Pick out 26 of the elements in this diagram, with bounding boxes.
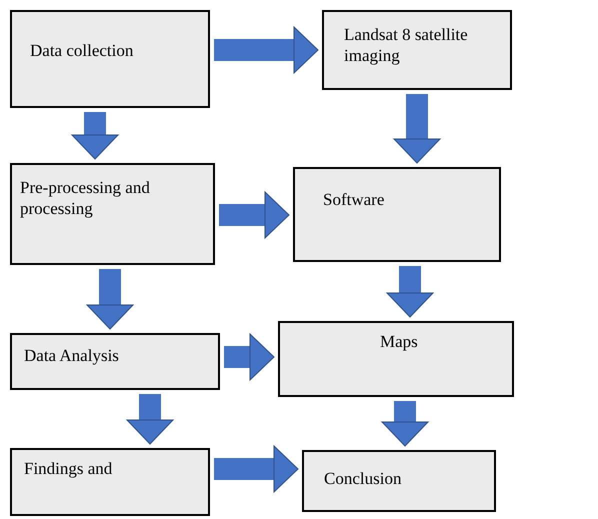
block-arrow: [224, 334, 274, 380]
block-arrow: [214, 26, 318, 74]
block-arrow: [386, 266, 434, 318]
process-box: [10, 163, 215, 265]
block-arrow: [126, 394, 174, 444]
box-label: Conclusion: [324, 468, 402, 490]
box-label: Data collection: [30, 40, 134, 62]
process-box: [10, 448, 210, 516]
process-box: [10, 333, 220, 390]
block-arrow: [219, 192, 290, 238]
box-label: Pre-processing and processing: [20, 177, 151, 220]
box-label: Software: [323, 189, 386, 210]
process-box: [10, 10, 210, 108]
process-box: [322, 10, 512, 90]
process-box: [293, 167, 501, 262]
block-arrow: [86, 269, 134, 330]
process-box: [278, 321, 514, 397]
box-label: Findings and: [24, 458, 114, 480]
process-box: [302, 450, 496, 512]
block-arrow: [394, 94, 440, 164]
box-label: Landsat 8 satellite imaging: [344, 24, 469, 66]
block-arrow: [72, 112, 118, 160]
block-arrow: [382, 401, 428, 446]
block-arrow: [214, 446, 298, 492]
box-label: Maps: [380, 331, 419, 352]
box-label: Data Analysis: [24, 345, 120, 366]
